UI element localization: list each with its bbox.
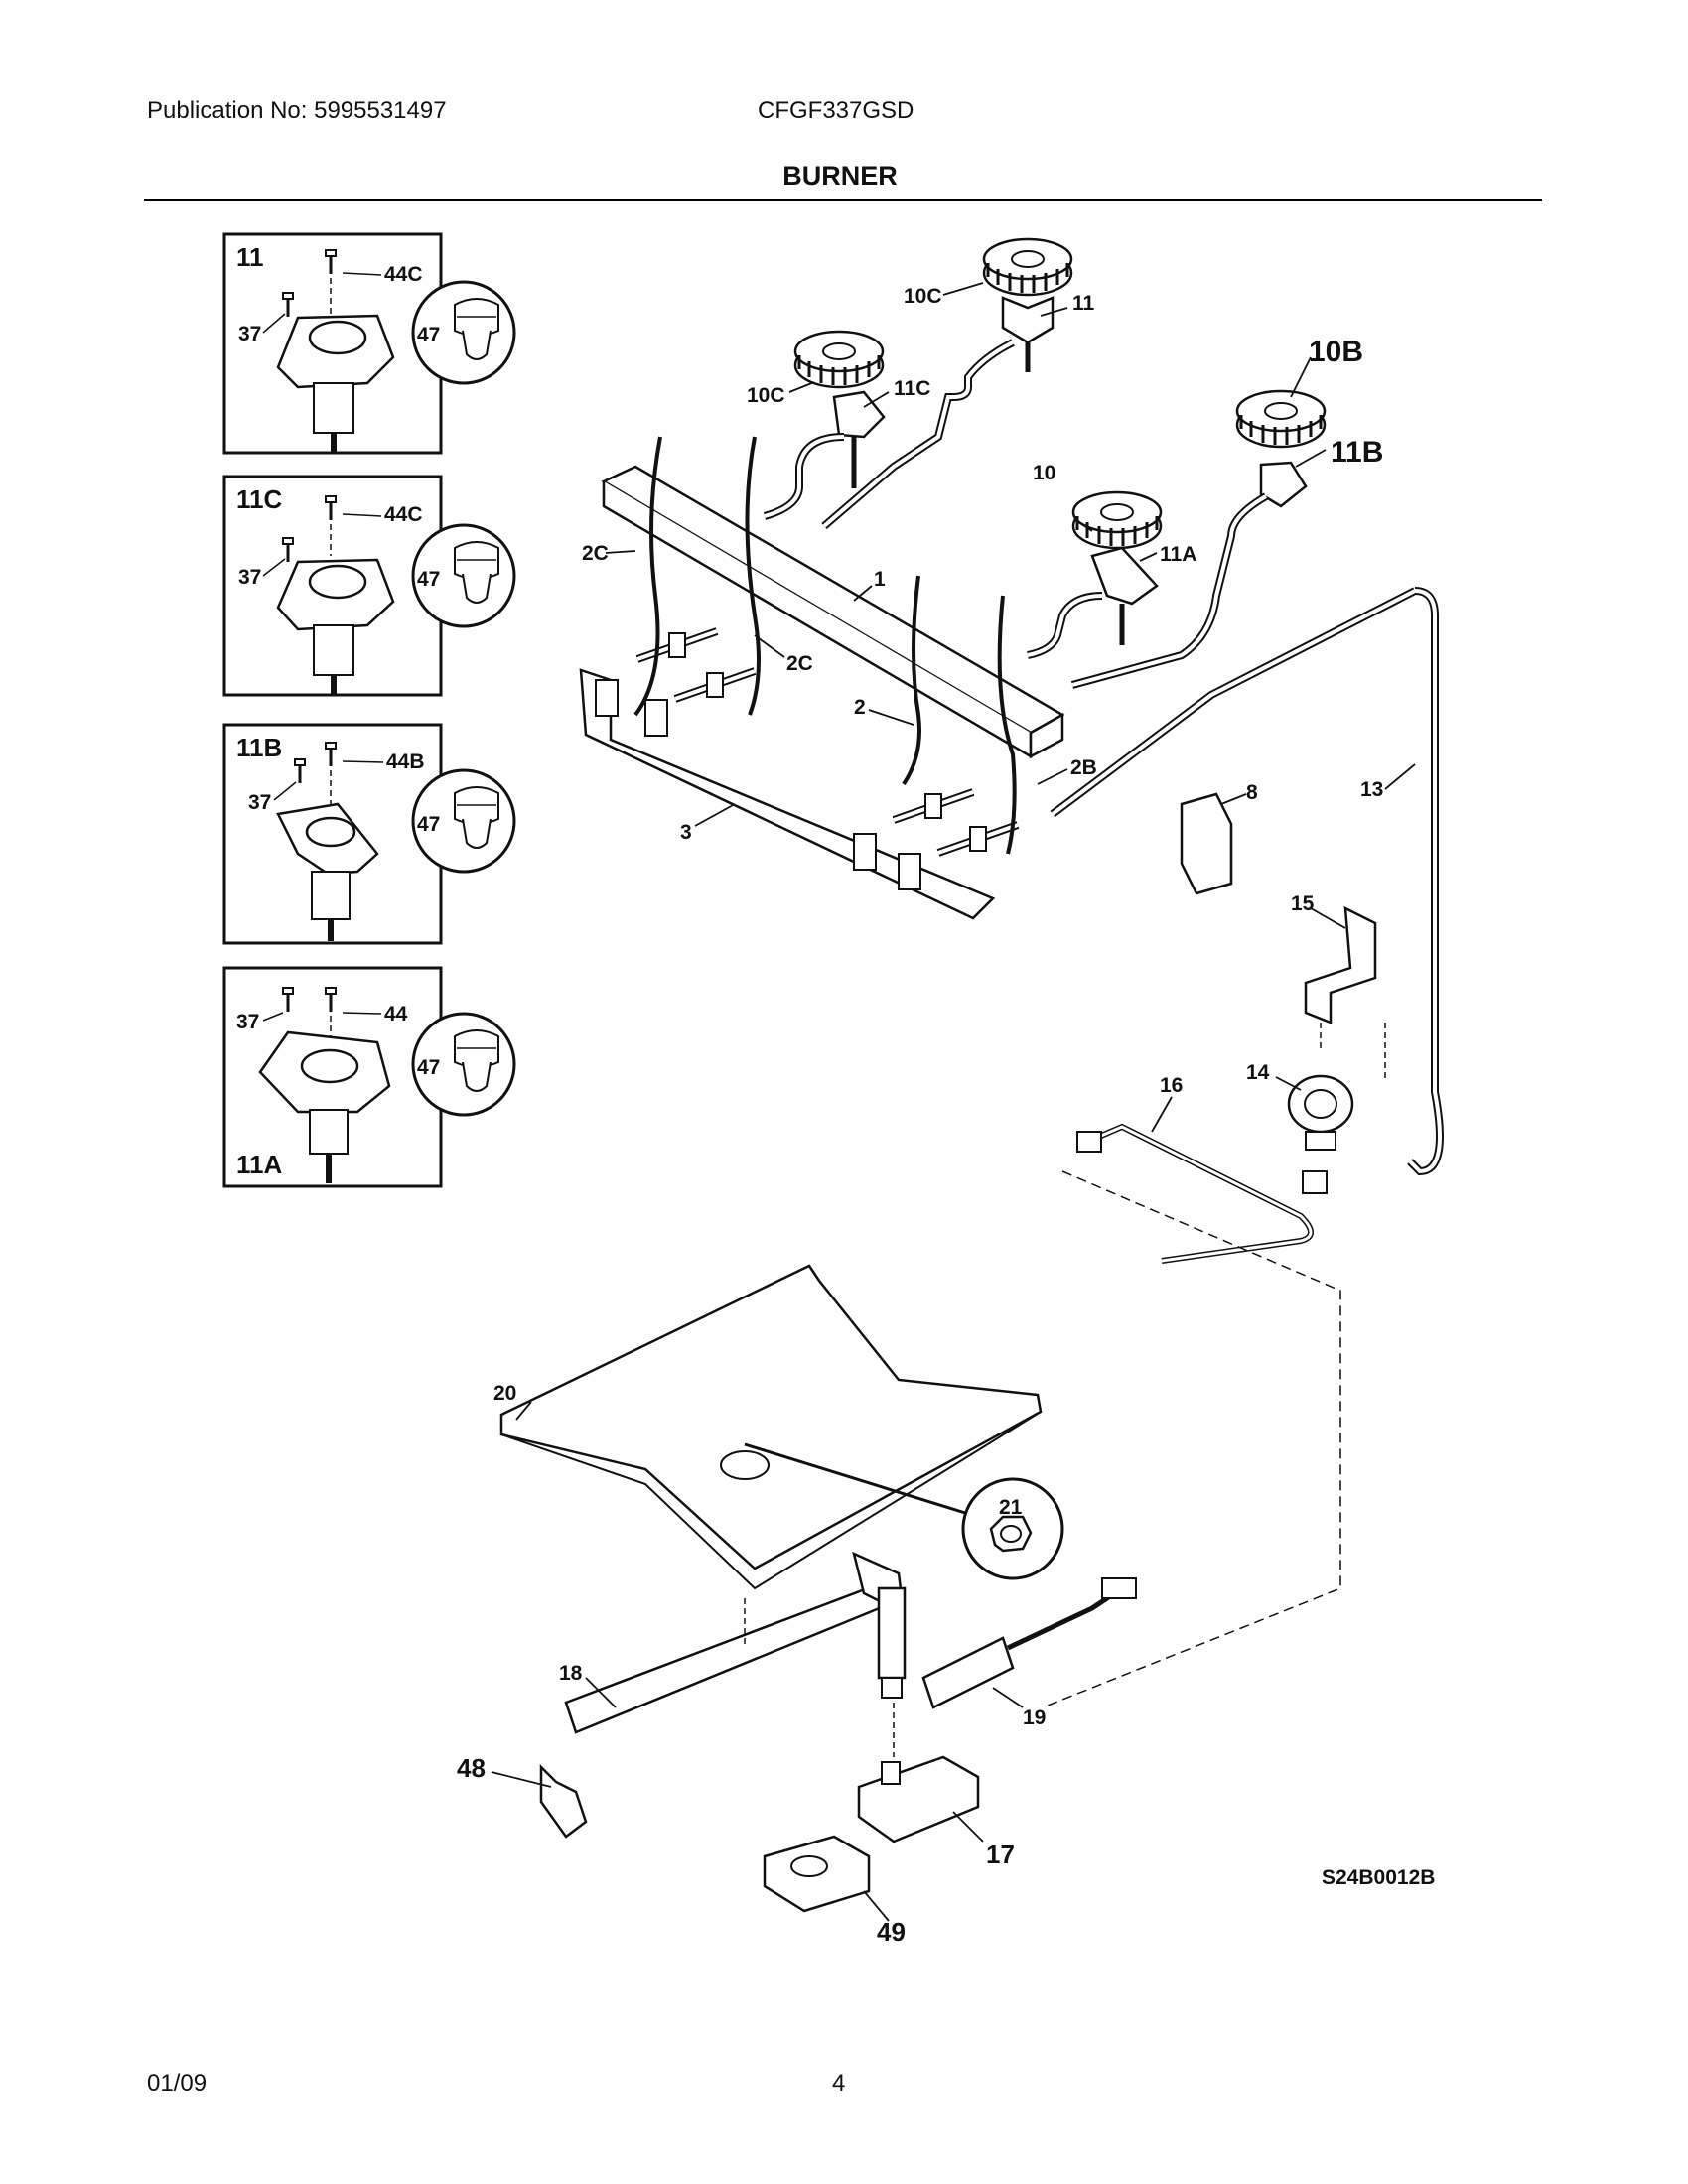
spark-module <box>1180 792 1233 895</box>
inset-11a: 37 44 47 11A <box>222 966 516 1188</box>
inset-11c-title: 11C <box>236 484 282 514</box>
inset-11: 11 44C 37 47 <box>222 232 516 455</box>
callout-2: 2 <box>854 696 866 719</box>
footer-date: 01/09 <box>147 2070 208 2097</box>
leader-lines <box>491 282 1416 1922</box>
igniter <box>921 1577 1137 1709</box>
valve-shield <box>763 1835 871 1913</box>
callout-21: 21 <box>999 1496 1023 1519</box>
callout-11-top: 11 <box>1072 292 1095 315</box>
inset-11c-label-47: 47 <box>417 568 440 591</box>
callout-11a: 11A <box>1160 543 1196 566</box>
burner-bracket <box>539 1763 588 1839</box>
diagram-code: S24B0012B <box>1322 1866 1435 1889</box>
inset-11-title: 11 <box>236 242 264 272</box>
callout-49: 49 <box>877 1917 906 1947</box>
inset-11-label-47: 47 <box>417 324 440 346</box>
inset-11b: 11B 44B 37 47 <box>222 723 516 945</box>
callout-1: 1 <box>874 568 886 591</box>
callout-2c-right: 2C <box>786 652 813 675</box>
ignition-wires <box>633 436 1017 855</box>
callout-48: 48 <box>457 1753 486 1783</box>
flex-tube <box>1076 1123 1314 1264</box>
inset-11b-title: 11B <box>236 733 282 762</box>
gas-tubes-inner <box>764 341 1442 1174</box>
callout-10c-top: 10C <box>904 285 942 308</box>
callout-17: 17 <box>986 1840 1015 1869</box>
front-bracket <box>579 668 996 920</box>
callout-10b: 10B <box>1309 336 1363 368</box>
callout-15: 15 <box>1291 892 1315 915</box>
header-rule <box>144 199 1542 201</box>
callout-13: 13 <box>1360 778 1383 801</box>
inset-11a-title: 11A <box>236 1150 282 1179</box>
inset-11b-label-44b: 44B <box>386 751 425 773</box>
callout-3: 3 <box>680 821 692 844</box>
pressure-regulator <box>1287 1074 1354 1194</box>
inset-11b-label-47: 47 <box>417 813 440 836</box>
callout-11b: 11B <box>1331 436 1383 469</box>
callout-16: 16 <box>1160 1074 1183 1097</box>
inset-11-label-37: 37 <box>238 323 261 345</box>
callout-2b: 2B <box>1070 756 1097 779</box>
callout-20: 20 <box>493 1382 516 1405</box>
inset-11b-label-37: 37 <box>248 791 271 814</box>
inset-11c-label-44c: 44C <box>384 503 423 526</box>
callout-10: 10 <box>1033 462 1055 484</box>
inset-11c-label-37: 37 <box>238 566 261 589</box>
oven-valve <box>857 1703 980 1843</box>
section-title: BURNER <box>782 161 898 191</box>
inset-11a-label-44: 44 <box>384 1003 408 1025</box>
inset-11-label-44c: 44C <box>384 263 423 286</box>
gas-path-dashed <box>1042 1170 1341 1708</box>
callout-10c-mid: 10C <box>747 384 785 407</box>
oven-burner-tube <box>564 1551 907 1734</box>
hex-nut-detail <box>961 1477 1064 1580</box>
callout-19: 19 <box>1023 1706 1046 1729</box>
burner-caps-and-heads <box>793 237 1327 645</box>
footer-page-number: 4 <box>832 2070 846 2097</box>
manifold-rail <box>601 465 1065 759</box>
publication-number: Publication No: 5995531497 <box>147 97 447 124</box>
model-number: CFGF337GSD <box>758 97 914 124</box>
callout-11c: 11C <box>894 377 930 400</box>
inset-11a-label-37: 37 <box>236 1011 259 1033</box>
regulator-bracket <box>1304 905 1386 1082</box>
nut-leader <box>744 1442 979 1519</box>
callout-14: 14 <box>1246 1061 1270 1084</box>
burner-baffle <box>499 1264 1043 1590</box>
inset-11a-label-47: 47 <box>417 1056 440 1079</box>
inset-11c: 11C 44C 37 47 <box>222 475 516 697</box>
callout-2c-left: 2C <box>582 542 609 565</box>
callout-18: 18 <box>559 1662 583 1685</box>
callout-8: 8 <box>1246 781 1258 804</box>
